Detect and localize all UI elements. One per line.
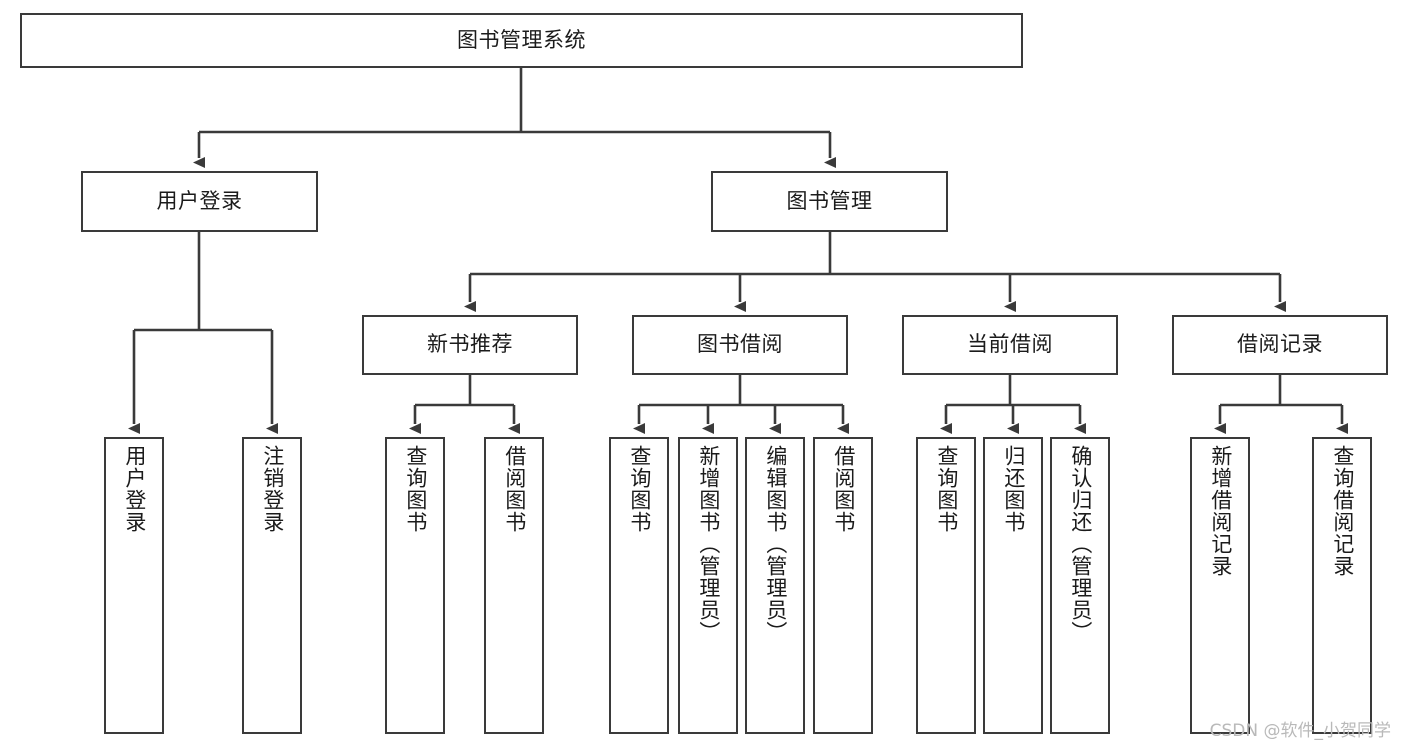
node-leaf-add-record-label: 新增借阅记录 <box>1208 445 1233 577</box>
node-leaf-add-record[interactable]: 新增借阅记录 <box>1190 437 1250 734</box>
node-leaf-user-logout[interactable]: 注销登录 <box>242 437 302 734</box>
node-user-login-label: 用户登录 <box>156 188 243 213</box>
node-leaf-query-book-3[interactable]: 查询图书 <box>916 437 976 734</box>
node-leaf-user-logout-label: 注销登录 <box>260 445 285 533</box>
node-leaf-query-record-label: 查询借阅记录 <box>1330 445 1355 577</box>
node-leaf-return-book[interactable]: 归还图书 <box>983 437 1043 734</box>
node-book-borrow[interactable]: 图书借阅 <box>632 315 848 375</box>
node-root[interactable]: 图书管理系统 <box>20 13 1023 68</box>
node-current-borrow[interactable]: 当前借阅 <box>902 315 1118 375</box>
node-leaf-confirm-return[interactable]: 确认归还（管理员） <box>1050 437 1110 734</box>
node-leaf-edit-book[interactable]: 编辑图书（管理员） <box>745 437 805 734</box>
node-leaf-user-login[interactable]: 用户登录 <box>104 437 164 734</box>
node-leaf-query-book-2-label: 查询图书 <box>627 445 652 533</box>
node-new-book-recommend-label: 新书推荐 <box>427 332 513 357</box>
node-borrow-record[interactable]: 借阅记录 <box>1172 315 1388 375</box>
node-borrow-record-label: 借阅记录 <box>1237 332 1323 357</box>
node-user-login[interactable]: 用户登录 <box>81 171 318 232</box>
node-book-borrow-label: 图书借阅 <box>697 332 783 357</box>
node-root-label: 图书管理系统 <box>457 27 586 52</box>
node-new-book-recommend[interactable]: 新书推荐 <box>362 315 578 375</box>
node-leaf-query-book-1-label: 查询图书 <box>403 445 428 533</box>
node-leaf-query-book-1[interactable]: 查询图书 <box>385 437 445 734</box>
node-leaf-borrow-book-2-label: 借阅图书 <box>831 445 856 533</box>
node-leaf-borrow-book-2[interactable]: 借阅图书 <box>813 437 873 734</box>
node-leaf-query-book-2[interactable]: 查询图书 <box>609 437 669 734</box>
node-leaf-add-book[interactable]: 新增图书（管理员） <box>678 437 738 734</box>
node-leaf-add-book-label: 新增图书（管理员） <box>696 445 721 643</box>
node-leaf-query-book-3-label: 查询图书 <box>934 445 959 533</box>
node-book-manage-label: 图书管理 <box>786 188 873 213</box>
node-leaf-borrow-book-1-label: 借阅图书 <box>502 445 527 533</box>
node-current-borrow-label: 当前借阅 <box>967 332 1053 357</box>
node-leaf-confirm-return-label: 确认归还（管理员） <box>1068 445 1093 643</box>
node-book-manage[interactable]: 图书管理 <box>711 171 948 232</box>
node-leaf-edit-book-label: 编辑图书（管理员） <box>763 445 788 643</box>
node-leaf-return-book-label: 归还图书 <box>1001 445 1026 533</box>
node-leaf-user-login-label: 用户登录 <box>122 445 147 533</box>
node-leaf-query-record[interactable]: 查询借阅记录 <box>1312 437 1372 734</box>
node-leaf-borrow-book-1[interactable]: 借阅图书 <box>484 437 544 734</box>
